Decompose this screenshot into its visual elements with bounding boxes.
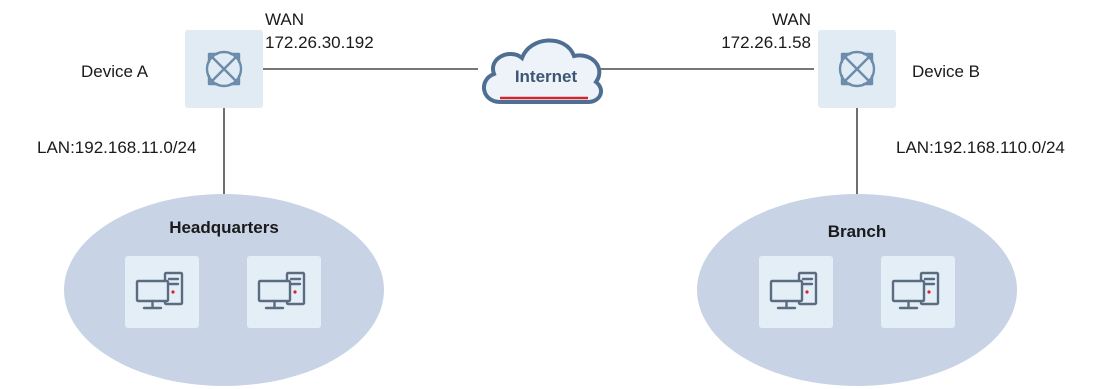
router-icon [818, 30, 896, 108]
cloud-icon [482, 38, 604, 104]
internet-cloud: Internet [482, 38, 604, 104]
device-b-wan-label: WAN [772, 10, 811, 29]
headquarters-label: Headquarters [169, 218, 279, 237]
device-b-wan-ip: 172.26.1.58 [721, 33, 811, 52]
device-b-router [818, 30, 896, 108]
internet-label: Internet [515, 67, 578, 86]
device-a-wan-ip: 172.26.30.192 [265, 33, 374, 52]
branch-site [697, 194, 1017, 386]
device-a-wan-label: WAN [265, 10, 304, 29]
device-a-label: Device A [81, 62, 149, 81]
computer-icon [247, 256, 321, 328]
router-icon [185, 30, 263, 108]
device-b-lan-label: LAN:192.168.110.0/24 [896, 138, 1065, 157]
device-a-lan-label: LAN:192.168.11.0/24 [37, 138, 196, 157]
computer-icon [125, 256, 199, 328]
computer-icon [759, 256, 833, 328]
branch-label: Branch [828, 222, 887, 241]
device-b-label: Device B [912, 62, 980, 81]
computer-icon [881, 256, 955, 328]
headquarters-site [64, 194, 384, 386]
device-a-router [185, 30, 263, 108]
